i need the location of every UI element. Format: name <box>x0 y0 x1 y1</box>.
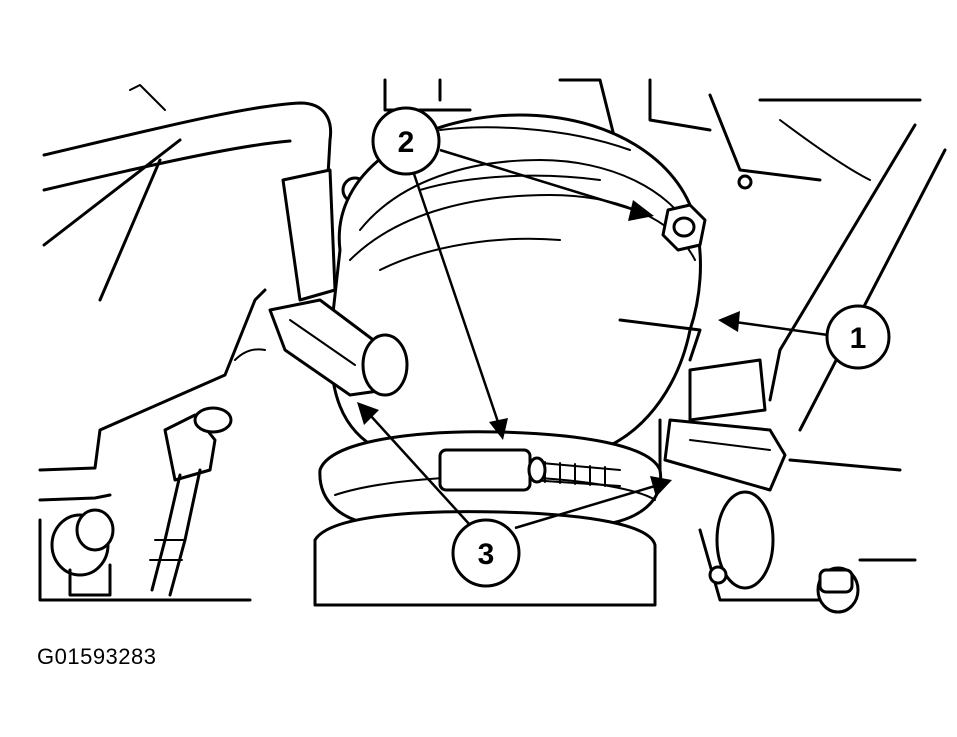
leader-2a <box>439 148 636 212</box>
leader-1 <box>734 320 829 337</box>
callout-1: 1 <box>825 304 891 370</box>
arrowhead-2b <box>489 418 508 440</box>
arrowhead-3b <box>650 476 672 497</box>
leader-3b <box>514 484 656 530</box>
figure-id: G01593283 <box>37 644 157 669</box>
vacuum-hose-left <box>268 168 409 397</box>
callout-3: 3 <box>451 518 521 588</box>
arrowhead-3a <box>357 402 379 425</box>
background-engine-parts <box>38 78 947 614</box>
callout-2-label: 2 <box>398 126 415 159</box>
callout-3-label: 3 <box>478 538 495 571</box>
arrowhead-2a <box>628 200 654 221</box>
arrowhead-1 <box>718 311 740 332</box>
leader-2b <box>410 167 500 423</box>
vacuum-hose-right <box>658 358 787 492</box>
callout-leaders <box>357 148 829 530</box>
leader-3a <box>369 414 471 526</box>
callout-2: 2 <box>371 106 441 176</box>
callout-1-label: 1 <box>850 322 867 355</box>
